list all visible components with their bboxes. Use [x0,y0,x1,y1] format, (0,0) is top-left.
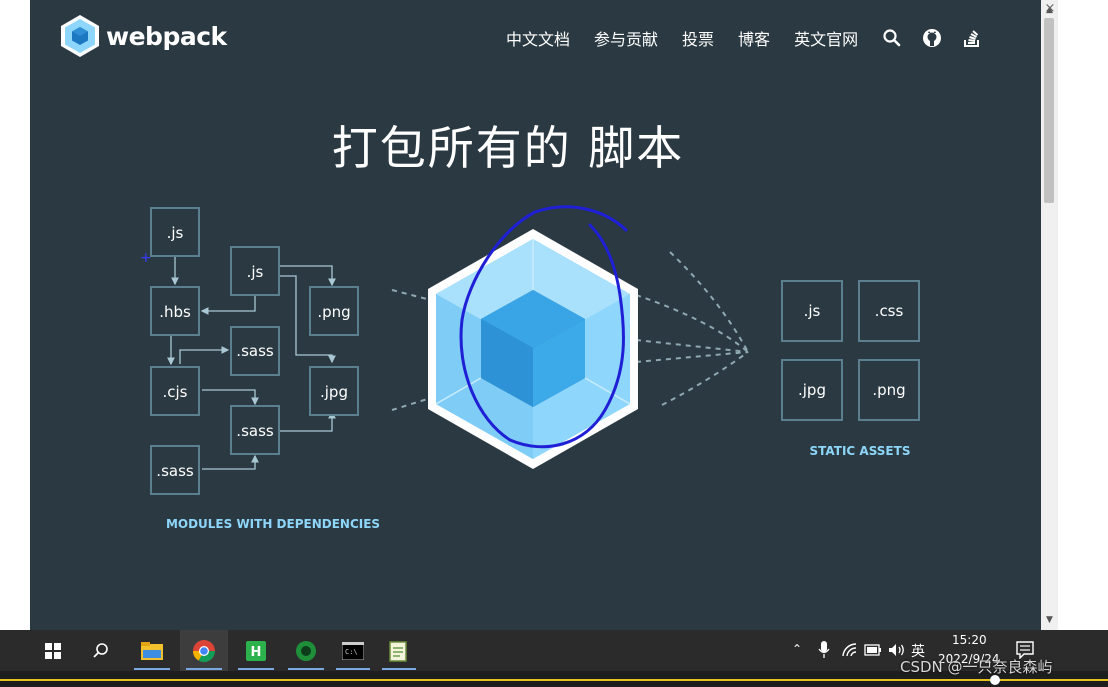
watermark: CSDN @一只奈良森屿 [900,658,1053,676]
clock-date[interactable]: 2022/9/24 [938,652,1000,666]
brand-name: webpack [106,21,227,51]
hand-drawn-annotation [459,205,628,449]
active-indicator [238,668,274,670]
active-indicator [382,668,416,670]
chrome-icon [193,639,215,662]
tray-overflow-icon[interactable]: ⌃ [792,642,803,656]
taskbar-hbuilder[interactable]: H [232,630,280,671]
cursor-cross-icon: + [140,250,152,266]
windows-taskbar: H C:\ ⌃ [0,630,1108,671]
module-label: .cjs [163,383,188,401]
terminal-icon: C:\ [342,641,364,660]
search-icon[interactable] [882,28,902,48]
wifi-icon[interactable] [842,643,858,657]
asset-label: .jpg [798,381,826,399]
module-label: .sass [156,462,194,480]
svg-text:C:\: C:\ [345,648,358,656]
hero-title: 打包所有的 脚本 [331,121,685,175]
webpack-logo[interactable]: webpack [60,14,227,58]
vertical-scrollbar[interactable]: ▲ ▼ [1041,0,1058,630]
github-icon[interactable] [922,28,942,48]
module-box: .png [309,286,359,336]
module-label: .js [167,224,184,242]
hbuilder-icon: H [246,640,266,661]
module-box: .sass [230,326,280,376]
scroll-thumb[interactable] [1044,18,1054,203]
module-box: .sass [230,405,280,455]
module-box: .js [150,207,200,257]
scroll-up-icon[interactable]: ▲ [1046,5,1053,15]
ime-indicator[interactable]: 英 [911,644,925,660]
active-indicator [288,668,324,670]
nav-link-vote[interactable]: 投票 [682,30,715,49]
taskbar-app[interactable] [282,630,330,671]
window-border [0,0,30,630]
webpack-cube [428,229,638,469]
modules-label: MODULES WITH DEPENDENCIES [166,517,380,531]
module-label: .jpg [320,383,348,401]
active-indicator [186,668,222,670]
close-icon[interactable]: × [1044,1,1056,16]
module-label: .png [317,303,350,321]
active-indicator [134,668,170,670]
window-border [1058,0,1108,630]
scroll-down-icon[interactable]: ▼ [1046,615,1053,625]
start-button[interactable] [30,630,76,671]
notepad-icon [389,640,407,662]
module-label: .sass [236,342,274,360]
file-explorer-icon [141,641,163,660]
webpack-logo-icon [61,15,99,57]
nav-link-docs[interactable]: 中文文档 [506,30,571,49]
stack-overflow-icon[interactable] [962,28,982,48]
app-icon [296,640,316,661]
module-box: .sass [150,445,200,495]
asset-label: .js [804,302,821,320]
start-icon [45,642,61,659]
nav-link-contribute[interactable]: 参与贡献 [594,30,659,49]
taskbar-chrome[interactable] [180,630,228,671]
asset-box: .css [858,280,920,342]
bundling-diagram: .js .hbs .js .png .sass .cjs [140,205,920,531]
search-icon [93,642,108,658]
module-box: .cjs [150,366,200,416]
module-box: .js [230,246,280,296]
module-label: .sass [236,422,274,440]
taskbar-search-button[interactable] [78,630,124,671]
dependency-arrows [167,256,336,470]
asset-box: .jpg [781,359,843,421]
clock-time[interactable]: 15:20 [952,633,987,647]
browser-viewport: webpack 中文文档 参与贡献 投票 博客 英文官网 打包所有的 脚本 [30,0,1041,630]
notification-icon[interactable] [1016,641,1034,659]
module-box: .jpg [309,366,359,416]
asset-box: .png [858,359,920,421]
taskbar-file-explorer[interactable] [128,630,176,671]
asset-label: .css [875,302,904,320]
module-label: .hbs [159,303,191,321]
progress-bar[interactable] [0,679,1108,681]
nav-link-english-site[interactable]: 英文官网 [794,30,859,49]
battery-icon[interactable] [864,644,882,656]
module-boxes: .js .hbs .js .png .sass .cjs [150,207,359,495]
assets-label: STATIC ASSETS [810,444,911,458]
svg-text:H: H [251,645,262,660]
asset-box: .js [781,280,843,342]
asset-label: .png [872,381,905,399]
active-indicator [336,668,370,670]
asset-boxes: .js .css .jpg .png [781,280,920,421]
nav-link-blog[interactable]: 博客 [738,30,771,49]
top-nav: 中文文档 参与贡献 投票 博客 英文官网 [506,26,1002,50]
module-label: .js [247,263,264,281]
microphone-icon[interactable] [818,641,830,659]
taskbar-terminal[interactable]: C:\ [330,630,376,671]
volume-icon[interactable] [888,643,906,657]
module-box: .hbs [150,286,200,336]
progress-handle[interactable] [990,675,1000,685]
taskbar-notepad[interactable] [376,630,422,671]
